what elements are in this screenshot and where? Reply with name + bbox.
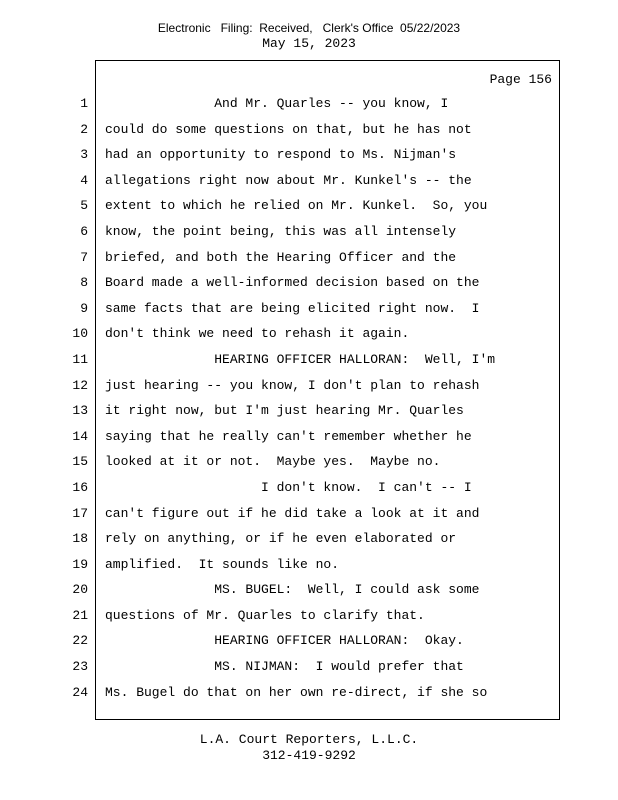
line-text: briefed, and both the Hearing Officer an… bbox=[105, 249, 457, 265]
line-text: amplified. It sounds like no. bbox=[105, 556, 340, 572]
court-reporter-phone: 312-419-9292 bbox=[262, 748, 356, 763]
transcript-line: 10 don't think we need to rehash it again… bbox=[52, 326, 564, 352]
line-number: 10 bbox=[72, 326, 88, 342]
efiling-stamp: Electronic Filing: Received, Clerk's Off… bbox=[157, 21, 461, 35]
line-number: 24 bbox=[72, 684, 88, 700]
transcript-line: 8 Board made a well-informed decision bas… bbox=[52, 275, 564, 301]
transcript-line: 20 MS. BUGEL: Well, I could ask some bbox=[52, 582, 564, 608]
line-number: 2 bbox=[80, 121, 88, 137]
transcript-line: 23 MS. NIJMAN: I would prefer that bbox=[52, 659, 564, 685]
line-number: 17 bbox=[72, 505, 88, 521]
line-text: saying that he really can't remember whe… bbox=[105, 428, 472, 444]
transcript-line: 14 saying that he really can't remember w… bbox=[52, 429, 564, 455]
transcript-line: 4 allegations right now about Mr. Kunkel'… bbox=[52, 173, 564, 199]
line-number: 18 bbox=[72, 531, 88, 547]
line-text: MS. NIJMAN: I would prefer that bbox=[105, 659, 464, 675]
court-reporter-name: L.A. Court Reporters, L.L.C. bbox=[199, 732, 419, 747]
line-text: I don't know. I can't -- I bbox=[105, 479, 472, 495]
transcript-line: 1 And Mr. Quarles -- you know, I bbox=[52, 96, 564, 122]
transcript-line: 2 could do some questions on that, but he… bbox=[52, 122, 564, 148]
line-number: 16 bbox=[72, 479, 88, 495]
line-number: 8 bbox=[80, 275, 88, 291]
line-number: 19 bbox=[72, 556, 88, 572]
line-number: 4 bbox=[80, 172, 88, 188]
line-number: 1 bbox=[80, 96, 88, 111]
transcript-line: 13 it right now, but I'm just hearing Mr.… bbox=[52, 403, 564, 429]
line-number: 5 bbox=[80, 198, 88, 214]
transcript-line: 11 HEARING OFFICER HALLORAN: Well, I'm bbox=[52, 352, 564, 378]
line-text: it right now, but I'm just hearing Mr. Q… bbox=[105, 403, 464, 419]
transcript-line: 17 can't figure out if he did take a look… bbox=[52, 506, 564, 532]
line-number: 23 bbox=[72, 659, 88, 675]
line-number: 6 bbox=[80, 223, 88, 239]
transcript-line: 9 same facts that are being elicited righ… bbox=[52, 301, 564, 327]
line-text: HEARING OFFICER HALLORAN: Okay. bbox=[105, 633, 464, 649]
line-text: MS. BUGEL: Well, I could ask some bbox=[105, 582, 480, 598]
line-text: HEARING OFFICER HALLORAN: Well, I'm bbox=[105, 351, 496, 367]
line-number: 9 bbox=[80, 300, 88, 316]
line-text: looked at it or not. Maybe yes. Maybe no… bbox=[105, 454, 441, 470]
transcript-line: 24 Ms. Bugel do that on her own re-direct… bbox=[52, 685, 564, 711]
line-text: extent to which he relied on Mr. Kunkel.… bbox=[105, 198, 488, 214]
transcript-line: 7 briefed, and both the Hearing Officer a… bbox=[52, 250, 564, 276]
transcript-line: 6 know, the point being, this was all int… bbox=[52, 224, 564, 250]
line-text: same facts that are being elicited right… bbox=[105, 300, 480, 316]
line-text: Board made a well-informed decision base… bbox=[105, 275, 480, 291]
transcript-line: 16 I don't know. I can't -- I bbox=[52, 480, 564, 506]
transcript-line: 22 HEARING OFFICER HALLORAN: Okay. bbox=[52, 633, 564, 659]
transcript-line: 5 extent to which he relied on Mr. Kunkel… bbox=[52, 198, 564, 224]
footer: L.A. Court Reporters, L.L.C. 312-419-929… bbox=[0, 732, 618, 764]
line-number: 21 bbox=[72, 607, 88, 623]
line-text: And Mr. Quarles -- you know, I bbox=[105, 96, 449, 111]
line-text: Ms. Bugel do that on her own re-direct, … bbox=[105, 684, 488, 700]
line-text: know, the point being, this was all inte… bbox=[105, 223, 457, 239]
line-text: rely on anything, or if he even elaborat… bbox=[105, 531, 457, 547]
hearing-date: May 15, 2023 bbox=[262, 36, 356, 51]
transcript-line: 3 had an opportunity to respond to Ms. Ni… bbox=[52, 147, 564, 173]
line-text: allegations right now about Mr. Kunkel's… bbox=[105, 172, 472, 188]
transcript-line: 19 amplified. It sounds like no. bbox=[52, 557, 564, 583]
line-text: don't think we need to rehash it again. bbox=[105, 326, 410, 342]
transcript-line: 21 questions of Mr. Quarles to clarify th… bbox=[52, 608, 564, 634]
line-number: 7 bbox=[80, 249, 88, 265]
line-number: 12 bbox=[72, 377, 88, 393]
transcript-line: 15 looked at it or not. Maybe yes. Maybe … bbox=[52, 454, 564, 480]
line-number: 14 bbox=[72, 428, 88, 444]
line-text: just hearing -- you know, I don't plan t… bbox=[105, 377, 480, 393]
line-text: questions of Mr. Quarles to clarify that… bbox=[105, 607, 425, 623]
transcript-line: 18 rely on anything, or if he even elabor… bbox=[52, 531, 564, 557]
transcript-line: 12 just hearing -- you know, I don't plan… bbox=[52, 378, 564, 404]
transcript-box: Page 156 bbox=[95, 60, 560, 720]
line-text: can't figure out if he did take a look a… bbox=[105, 505, 480, 521]
line-number: 3 bbox=[80, 147, 88, 163]
page-number: Page 156 bbox=[489, 72, 552, 87]
line-text: had an opportunity to respond to Ms. Nij… bbox=[105, 147, 457, 163]
line-number: 22 bbox=[72, 633, 88, 649]
line-text: could do some questions on that, but he … bbox=[105, 121, 472, 137]
line-number: 20 bbox=[72, 582, 88, 598]
line-number: 15 bbox=[72, 454, 88, 470]
line-number: 11 bbox=[72, 351, 88, 367]
line-number: 13 bbox=[72, 403, 88, 419]
